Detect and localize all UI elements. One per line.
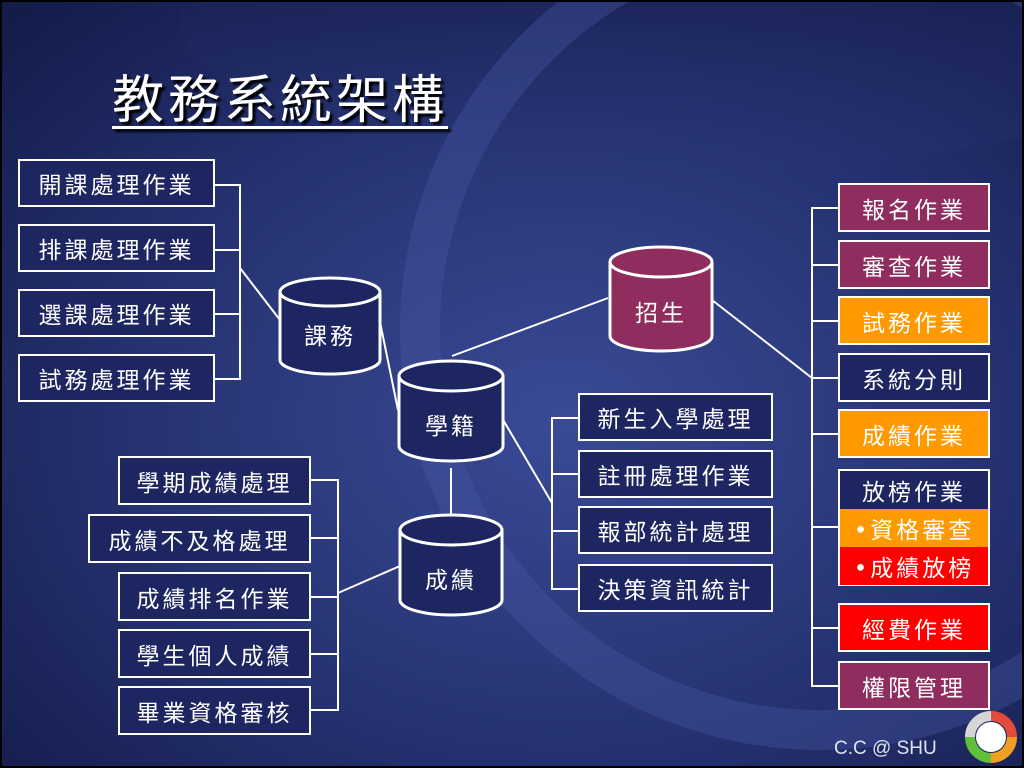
scores-task-box: 成績作業 [838,409,990,458]
footer-credit: C.C @ SHU [834,738,937,759]
registration-task-box: 報名作業 [838,183,990,232]
course-task-box: 試務處理作業 [18,354,215,402]
course-task-box: 排課處理作業 [18,224,215,272]
registry-task-box: 新生入學處理 [578,393,773,441]
registry-task-box: 報部統計處理 [578,506,773,554]
grade-task-box: 學生個人成績 [118,629,311,678]
system-rules-task-box: 系統分則 [838,353,990,402]
review-task-box: 審查作業 [838,240,990,289]
course-task-box: 選課處理作業 [18,289,215,337]
exam-affairs-task-box: 試務作業 [838,296,990,345]
grade-task-box: 畢業資格審核 [118,686,311,735]
grades-database-cylinder [398,513,504,617]
ring-logo-icon [965,711,1017,763]
results-subtask-announcement: •成績放榜 [840,547,988,585]
course-database-cylinder [278,276,382,376]
permissions-task-box: 權限管理 [838,661,990,710]
grades-database-label: 成績 [425,568,477,594]
grade-task-box: 成績不及格處理 [88,514,311,563]
enrollment-database-label: 招生 [635,301,687,327]
registry-task-box: 決策資訊統計 [578,564,773,612]
funding-task-box: 經費作業 [838,603,990,652]
grade-task-box: 學期成績處理 [118,456,311,505]
registry-database-label: 學籍 [425,414,477,440]
results-subtask-qualification: •資格審查 [840,509,988,547]
course-database-label: 課務 [304,324,356,350]
registry-task-box: 註冊處理作業 [578,450,773,498]
enrollment-database-cylinder [608,245,714,353]
results-task-title: 放榜作業 [862,480,966,506]
course-task-box: 開課處理作業 [18,159,215,207]
results-task-box: 放榜作業 •資格審查 •成績放榜 [838,469,990,586]
registry-database-cylinder [397,359,505,463]
page-title: 教務系統架構 [112,71,449,131]
grade-task-box: 成績排名作業 [118,572,311,621]
